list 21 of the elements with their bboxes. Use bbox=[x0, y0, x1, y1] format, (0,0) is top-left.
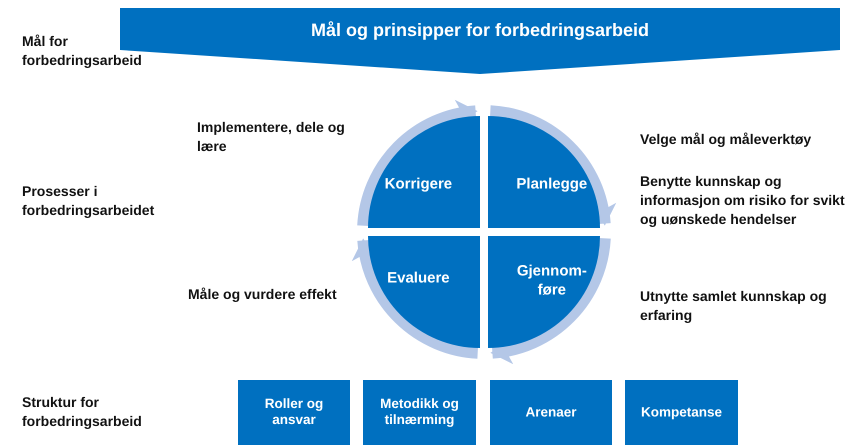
annotation-text: Struktur for forbedringsarbeid bbox=[22, 393, 143, 431]
structure-label: Roller og ansvar bbox=[264, 396, 324, 430]
annotation-text: Benytte kunnskap og informasjon om risiko for svikt og uønskede hendelser bbox=[640, 172, 846, 229]
structure-label: Kompetanse bbox=[640, 404, 724, 421]
banner-title: Mål og prinsipper for forbedringsarbeid bbox=[310, 19, 650, 42]
annotation-text: Velge mål og måleverktøy bbox=[640, 130, 812, 149]
phase-label: Gjennom- føre bbox=[516, 262, 588, 300]
annotation-text: Utnytte samlet kunnskap og erfaring bbox=[640, 287, 828, 325]
annotation-text: Mål for forbedringsarbeid bbox=[22, 32, 143, 70]
structure-label: Metodikk og tilnærming bbox=[379, 396, 460, 430]
phase-label: Korrigere bbox=[384, 176, 454, 195]
annotation-text: Prosesser i forbedringsarbeidet bbox=[22, 182, 156, 220]
cycle-arrow bbox=[490, 105, 615, 226]
cycle-arrow bbox=[490, 238, 611, 363]
annotation-text: Måle og vurdere effekt bbox=[188, 285, 338, 304]
phase-label: Evaluere bbox=[386, 269, 451, 288]
cycle-arrow bbox=[357, 101, 478, 226]
structure-label: Arenaer bbox=[524, 404, 578, 421]
cycle-arrow bbox=[353, 238, 478, 359]
annotation-text: Implementere, dele og lære bbox=[197, 118, 346, 156]
phase-label: Planlegge bbox=[515, 176, 588, 195]
